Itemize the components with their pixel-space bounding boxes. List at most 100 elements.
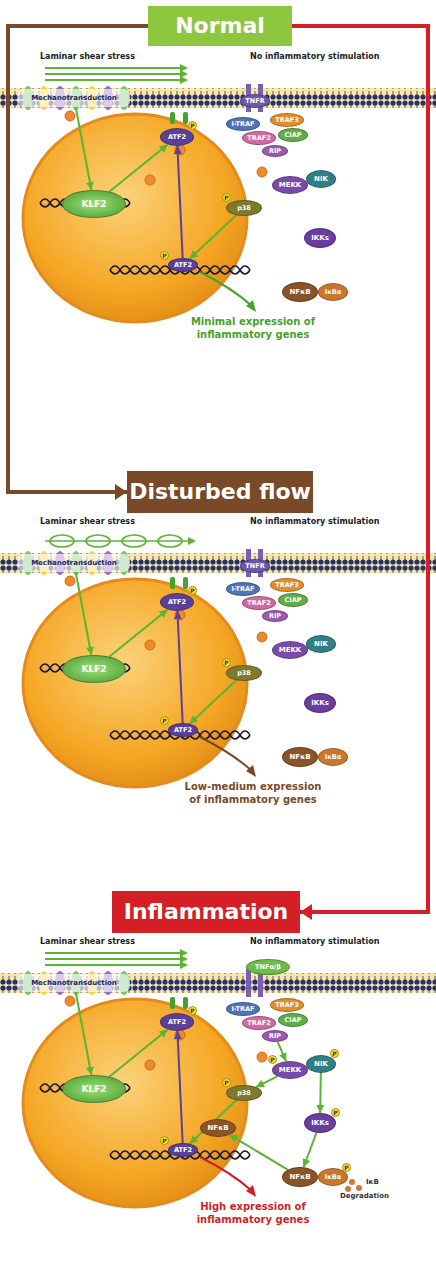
signal-arrow bbox=[76, 107, 94, 190]
node-text: IKKs bbox=[311, 700, 329, 707]
protein-ellipse: IκBα bbox=[318, 748, 348, 766]
node-text: KLF2 bbox=[81, 200, 106, 209]
expression-note: Minimal expression of inflammatory genes bbox=[178, 316, 328, 341]
connector-line bbox=[230, 1135, 288, 1170]
protein-ellipse: IKKs bbox=[304, 1113, 336, 1133]
node-text: Inflammation bbox=[124, 901, 289, 923]
protein-ellipse: NFκB bbox=[282, 282, 318, 302]
connector-line bbox=[190, 1100, 237, 1144]
node-text: TRAF3 bbox=[275, 1002, 298, 1009]
phosphate-mark: P bbox=[160, 251, 169, 260]
signal-arrow bbox=[316, 1073, 324, 1113]
protein-ellipse: ATF2 bbox=[168, 1143, 198, 1157]
protein-ellipse: NFκB bbox=[282, 747, 318, 767]
node-text: KLF2 bbox=[81, 1085, 106, 1094]
arrow-head bbox=[300, 904, 312, 920]
connector-line bbox=[190, 680, 237, 724]
protein-ellipse: p38 bbox=[226, 665, 262, 681]
expression-note: High expression of inflammatory genes bbox=[178, 1201, 328, 1226]
protein-ellipse: MEKK bbox=[272, 1061, 308, 1079]
mechanoreceptor-band: Mechanotransduction bbox=[18, 554, 130, 572]
node-text: IKKs bbox=[311, 235, 329, 242]
connector-line bbox=[278, 1042, 287, 1061]
protein-ellipse: I-TRAF bbox=[226, 582, 260, 596]
arrow-head bbox=[86, 1066, 94, 1075]
arrow-head bbox=[316, 1105, 324, 1113]
signal-arrow bbox=[190, 680, 237, 724]
protein-ellipse: TRAF3 bbox=[270, 998, 304, 1012]
degradation-note: IκB bbox=[366, 1178, 379, 1186]
phosphate-mark: P bbox=[222, 658, 231, 667]
node-text: TRAF3 bbox=[275, 117, 298, 124]
phosphate-mark: P bbox=[331, 1108, 340, 1117]
node-text: Mechanotransduction bbox=[31, 560, 117, 567]
arrow-head bbox=[190, 715, 199, 723]
node-text: ATF2 bbox=[174, 727, 192, 734]
node-text: Normal bbox=[175, 15, 265, 37]
arrow-head bbox=[159, 610, 168, 618]
disturbed-flow-swirls bbox=[45, 535, 196, 547]
protein-ellipse: CIAP bbox=[278, 593, 308, 607]
node-text: TNFR bbox=[245, 563, 264, 570]
phosphate-mark: P bbox=[222, 1078, 231, 1087]
node-text: I-TRAF bbox=[231, 121, 254, 128]
degradation-note: Degradation bbox=[340, 1192, 389, 1200]
protein-ellipse: RIP bbox=[262, 145, 288, 157]
arrow-head bbox=[190, 1135, 199, 1143]
connector-line bbox=[8, 26, 148, 492]
cell-panel bbox=[0, 84, 436, 322]
node-text: IκBα bbox=[325, 754, 341, 761]
header-note: Laminar shear stress bbox=[40, 517, 135, 526]
phosphate-mark: P bbox=[268, 1055, 277, 1064]
node-text: IκBα bbox=[325, 1174, 341, 1181]
protein-ellipse: ATF2 bbox=[160, 128, 194, 146]
mechanoreceptor-band: Mechanotransduction bbox=[18, 89, 130, 107]
node-text: NIK bbox=[314, 176, 328, 183]
mechanoreceptor-band: Mechanotransduction bbox=[18, 974, 130, 992]
protein-ellipse: MEKK bbox=[272, 641, 308, 659]
signal-arrow bbox=[109, 1030, 167, 1077]
node-text: ATF2 bbox=[168, 1019, 186, 1026]
arrow-head bbox=[159, 145, 168, 153]
node-text: TNFα/β bbox=[255, 964, 281, 971]
protein-ellipse: NFκB bbox=[200, 1119, 236, 1137]
protein-ellipse: ATF2 bbox=[160, 1013, 194, 1031]
connector-line bbox=[256, 1076, 277, 1087]
signal-arrow bbox=[256, 1076, 277, 1087]
protein-ellipse: ATF2 bbox=[168, 258, 198, 272]
phosphate-mark: P bbox=[330, 1049, 339, 1058]
signal-arrow bbox=[174, 1031, 183, 1143]
protein-ellipse: TRAF2 bbox=[242, 1016, 276, 1030]
node-text: RIP bbox=[269, 148, 281, 155]
node-text: ATF2 bbox=[174, 262, 192, 269]
signal-arrow bbox=[190, 215, 237, 259]
connector-line bbox=[177, 1031, 182, 1143]
protein-ellipse: RIP bbox=[262, 610, 288, 622]
arrow-head bbox=[159, 1030, 168, 1038]
node-text: MEKK bbox=[279, 1067, 302, 1074]
panel-banner: Disturbed flow bbox=[127, 471, 313, 513]
signal-arrow bbox=[230, 1135, 288, 1170]
arrow-head bbox=[174, 1031, 182, 1039]
node-text: NFκB bbox=[290, 1174, 311, 1181]
arrow-head bbox=[230, 1135, 239, 1143]
laminar-flow-arrows bbox=[45, 949, 188, 969]
protein-ellipse: p38 bbox=[226, 200, 262, 216]
phosphate-mark: P bbox=[342, 1163, 351, 1172]
header-note: Laminar shear stress bbox=[40, 937, 135, 946]
connector-line bbox=[292, 26, 428, 912]
node-text: Disturbed flow bbox=[129, 481, 311, 503]
node-text: CIAP bbox=[285, 132, 302, 139]
protein-ellipse: NIK bbox=[306, 635, 336, 653]
protein-ellipse: ATF2 bbox=[160, 593, 194, 611]
node-text: I-TRAF bbox=[231, 586, 254, 593]
panel-banner: Normal bbox=[148, 6, 292, 46]
arrow-head bbox=[303, 1158, 311, 1167]
node-text: MEKK bbox=[279, 647, 302, 654]
phosphate-mark: P bbox=[222, 193, 231, 202]
node-text: NFκB bbox=[290, 289, 311, 296]
protein-ellipse: I-TRAF bbox=[226, 1002, 260, 1016]
arrow-head bbox=[174, 611, 182, 619]
protein-ellipse: KLF2 bbox=[62, 190, 126, 218]
